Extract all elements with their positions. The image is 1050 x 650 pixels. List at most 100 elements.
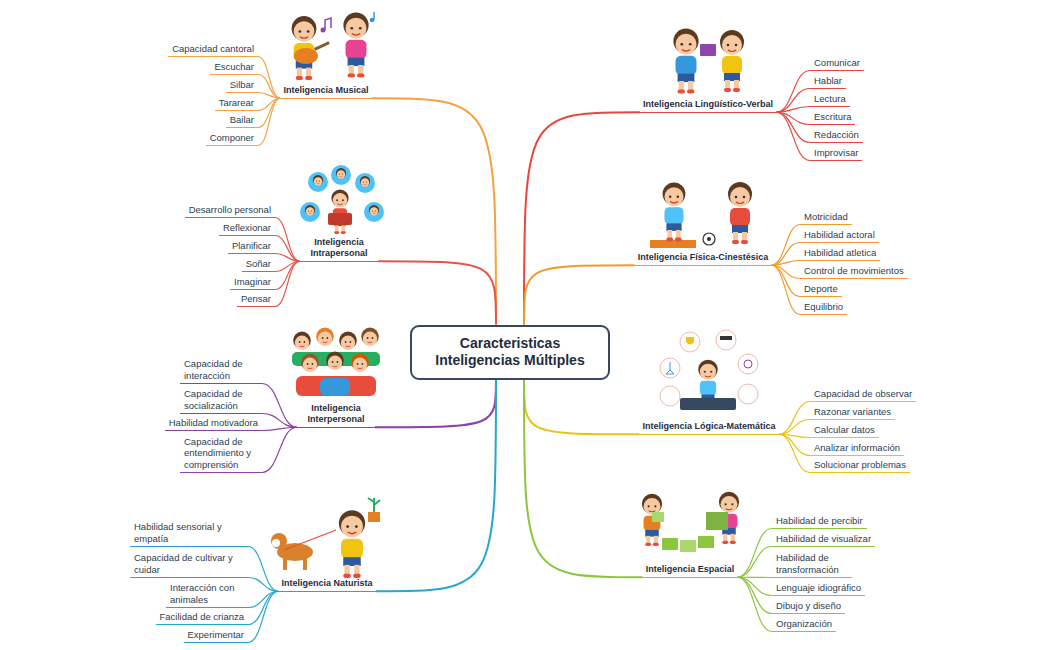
leaf-text: Razonar variantes <box>814 406 891 417</box>
music-note <box>370 18 375 23</box>
kid-bodies <box>296 376 376 396</box>
icon-circle <box>660 386 680 406</box>
leaf-text: Escuchar <box>214 61 254 72</box>
leaf-text: Experimentar <box>188 629 245 640</box>
branch-title: Inteligencia Intrapersonal <box>300 237 378 263</box>
leaf-text: Organización <box>776 618 832 629</box>
naturista-scene <box>271 498 380 578</box>
leaf-topic: Solucionar problemas <box>810 459 910 473</box>
kid-figure <box>663 183 686 242</box>
branch-connector <box>776 89 810 113</box>
branch-title: Inteligencia Espacial <box>643 564 738 578</box>
leaf-topic: Capacidad de socialización <box>180 388 262 414</box>
music-note <box>325 18 331 30</box>
leaf-topic: Lectura <box>810 93 850 107</box>
branch-connector <box>372 98 496 324</box>
kid-head <box>361 328 379 346</box>
kid-figure <box>331 189 348 234</box>
leaf-text: Tararear <box>219 97 254 108</box>
branch-connector <box>248 547 278 592</box>
leaf-text: Capacidad cantoral <box>172 43 254 54</box>
fisica-kids <box>650 182 752 248</box>
branch-title: Inteligencia Musical <box>280 85 371 99</box>
dog-head <box>271 533 287 549</box>
intrapersonal-thoughts <box>300 165 384 234</box>
branch-title: Inteligencia Interpersonal <box>297 403 375 429</box>
icon-circle <box>660 358 680 378</box>
soccer-ball <box>703 233 715 245</box>
branch-text: Inteligencia Espacial <box>646 564 735 575</box>
leaf-topic: Reflexionar <box>219 222 275 236</box>
icon-circle <box>738 354 758 374</box>
thought-bubble <box>355 173 375 193</box>
leaf-topic: Capacidad cantoral <box>168 43 258 57</box>
branch-connector <box>737 547 772 578</box>
leaf-topic: Lenguaje idiográfico <box>772 582 865 596</box>
cap-icon <box>720 336 732 340</box>
kid-figure <box>339 510 365 578</box>
icon-circle <box>738 384 758 404</box>
kid-figure <box>720 30 744 92</box>
thought-bubble <box>300 202 320 222</box>
branch-title: Inteligencia Naturista <box>278 578 375 592</box>
leaf-text: Solucionar problemas <box>814 459 906 470</box>
leaf-text: Facilidad de crianza <box>160 611 245 622</box>
leash <box>284 530 336 550</box>
leaf-text: Componer <box>210 132 254 143</box>
kid-head <box>293 332 311 350</box>
branch-connector <box>737 577 772 595</box>
kid-head <box>313 175 323 186</box>
branch-connector <box>771 265 800 314</box>
leaf-text: Planificar <box>232 240 271 251</box>
kid-figure <box>343 13 368 78</box>
leaf-topic: Comunicar <box>810 57 864 71</box>
leaf-topic: Organización <box>772 618 836 632</box>
guitar-neck <box>314 41 330 50</box>
leaf-topic: Control de movimientos <box>800 265 908 279</box>
leaf-text: Calcular datos <box>814 424 875 435</box>
kid-head <box>316 328 334 346</box>
leaf-topic: Habilidad de transformación <box>772 552 852 578</box>
icon-circle <box>716 330 736 350</box>
dog-snout <box>272 539 280 547</box>
interpersonal-group <box>292 328 380 396</box>
leaf-text: Improvisar <box>814 147 858 158</box>
branch-connector <box>258 75 280 99</box>
kid-bodies <box>320 378 350 396</box>
musical-kids <box>292 12 375 80</box>
leaf-topic: Pensar <box>237 293 275 307</box>
plant <box>368 498 380 512</box>
central-text: Caracteristicas Inteligencias Múltiples <box>428 335 592 370</box>
leaf-topic: Habilidad atletica <box>800 247 880 261</box>
kid-head <box>336 168 346 179</box>
leaf-text: Desarrollo personal <box>189 204 271 215</box>
leaf-text: Habilidad de visualizar <box>776 533 871 544</box>
branch-connector <box>275 254 300 262</box>
leaf-topic: Imaginar <box>230 276 275 290</box>
leaf-topic: Silbar <box>226 79 258 93</box>
thought-bubble <box>331 165 351 185</box>
branch-connector <box>776 112 810 160</box>
branch-text: Inteligencia Musical <box>283 85 368 96</box>
leaf-topic: Soñar <box>242 258 275 272</box>
leaf-text: Comunicar <box>814 57 860 68</box>
branch-connector <box>262 414 297 428</box>
branch-connector <box>375 380 496 428</box>
logica-scene <box>660 330 758 410</box>
espacial-scene <box>642 492 739 552</box>
branch-connector <box>248 578 278 592</box>
branch-connector <box>779 434 810 472</box>
leaf-text: Silbar <box>230 79 254 90</box>
leaf-topic: Capacidad de cultivar y cuidar <box>130 552 248 578</box>
kid-head <box>326 352 344 370</box>
leaf-topic: Escuchar <box>210 61 258 75</box>
leaf-topic: Redacción <box>810 129 863 143</box>
branch-connector <box>524 380 639 435</box>
branch-connector <box>771 225 800 266</box>
leaf-topic: Hablar <box>810 75 846 89</box>
kid-head <box>351 354 369 372</box>
flask-icon <box>666 362 674 374</box>
leaf-text: Hablar <box>814 75 842 86</box>
leaf-topic: Componer <box>206 132 258 146</box>
